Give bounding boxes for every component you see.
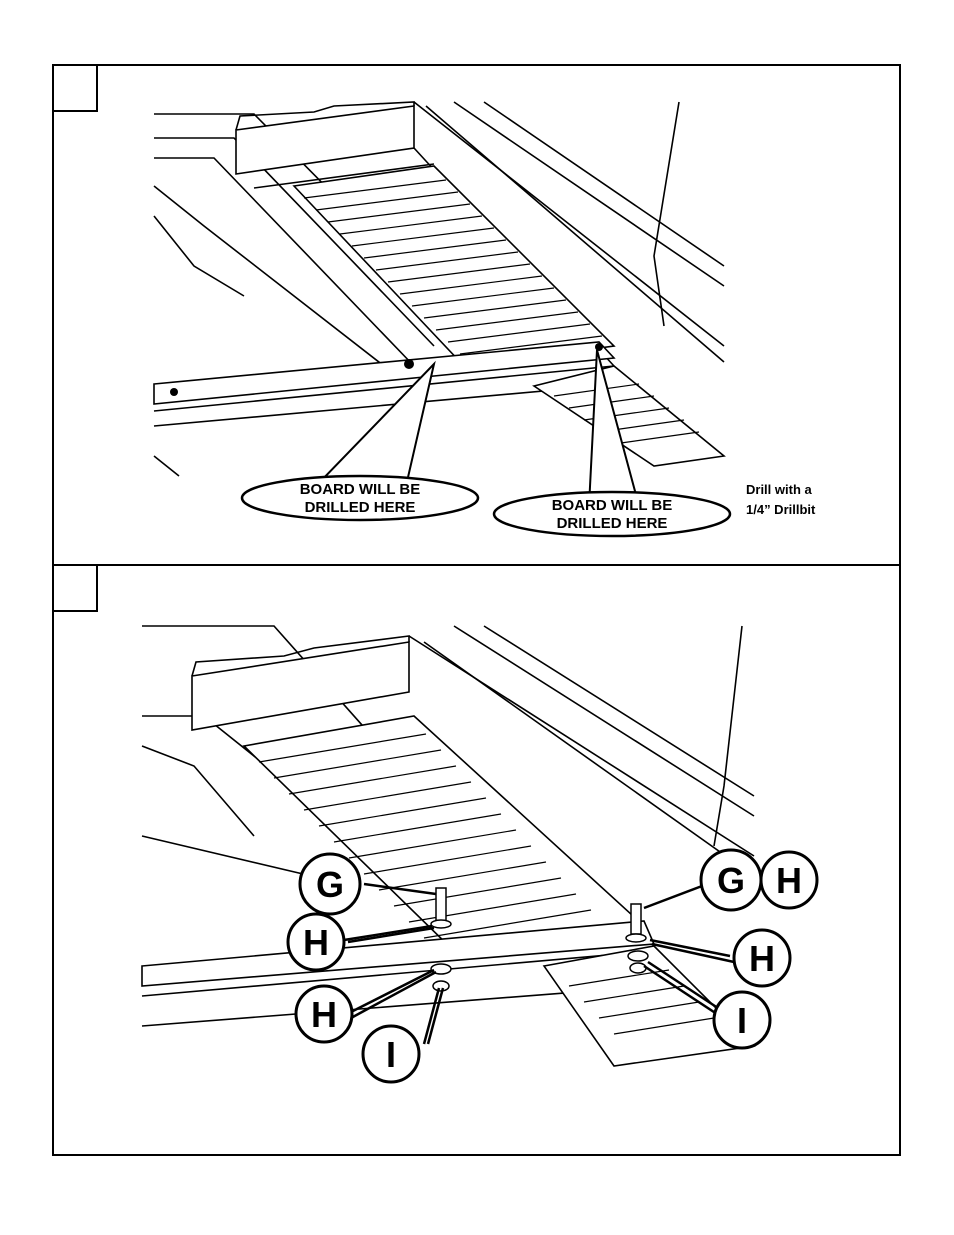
step-2-drawing: G H G H H H I I — [54, 566, 903, 1158]
label-g-right: G — [717, 860, 745, 901]
label-g-left: G — [316, 864, 344, 905]
callout-1-line-2: DRILLED HERE — [305, 499, 416, 516]
callout-1-line-1: BOARD WILL BE — [300, 481, 421, 498]
callout-2-line-1: BOARD WILL BE — [552, 497, 673, 514]
label-h-left: H — [303, 922, 329, 963]
callout-2-line-2: DRILLED HERE — [557, 515, 668, 532]
label-h-right: H — [749, 938, 775, 979]
label-h-bottom: H — [311, 994, 337, 1035]
step-2-panel: G H G H H H I I — [52, 564, 901, 1156]
label-h-right-top: H — [776, 860, 802, 901]
trailer-frame-drawing — [142, 626, 754, 1066]
drill-note-line-2: 1/4” Drillbit — [746, 502, 816, 517]
drill-note-line-1: Drill with a — [746, 482, 813, 497]
step-1-panel: BOARD WILL BE DRILLED HERE BOARD WILL BE… — [52, 64, 901, 566]
step-1-drawing: BOARD WILL BE DRILLED HERE BOARD WILL BE… — [54, 66, 903, 568]
label-i-left: I — [386, 1034, 396, 1075]
label-i-right: I — [737, 1000, 747, 1041]
